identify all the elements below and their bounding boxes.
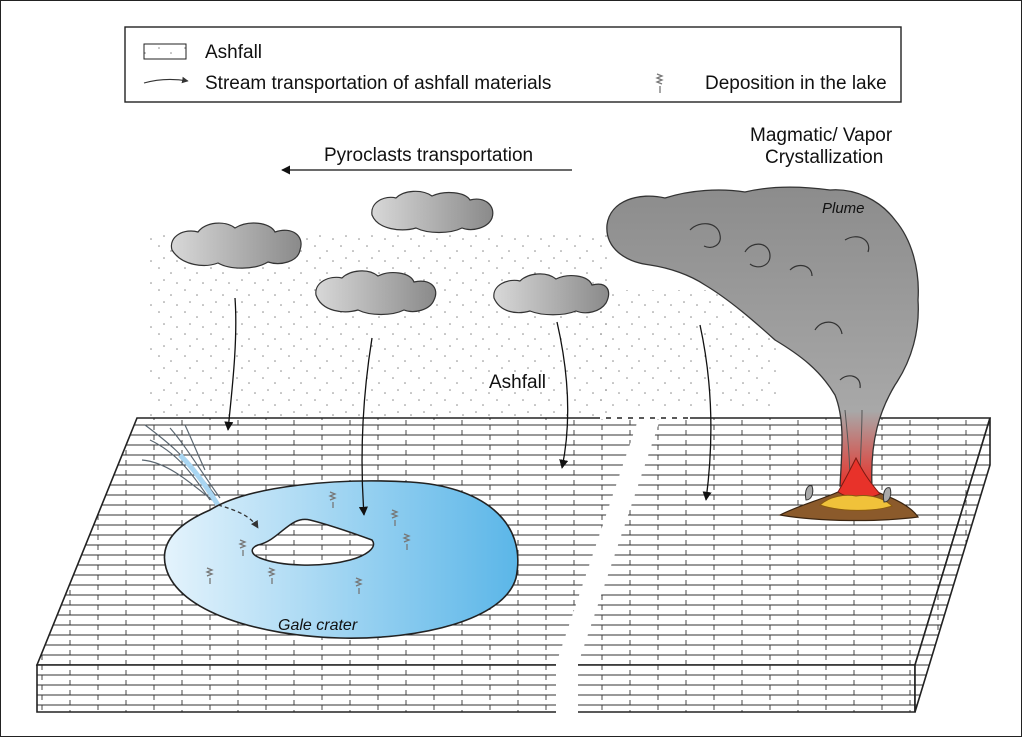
legend-stream-label: Stream transportation of ashfall materia… (205, 73, 551, 94)
ashfall-label: Ashfall (489, 372, 546, 393)
cloud-3 (315, 270, 437, 316)
ejecta-right (883, 487, 892, 503)
break-gap (556, 420, 660, 664)
cloud-1 (170, 222, 302, 269)
ashfall-arrow-3 (556, 321, 569, 469)
plume-curls (689, 223, 870, 389)
ashfall-arrows (224, 297, 712, 516)
deposition-symbol (205, 491, 411, 594)
stream-arrow-icon (143, 76, 189, 84)
ground-right-face (914, 417, 991, 713)
volcanic-plume (606, 186, 919, 487)
pyroclasts-label: Pyroclasts transportation (324, 145, 533, 166)
stream-into-lake-arrow (217, 504, 259, 529)
legend: Ashfall Stream transportation of ashfall… (124, 26, 902, 103)
magmatic-label-line2: Crystallization (765, 147, 883, 168)
legend-box (124, 26, 902, 103)
ashfall-legend-swatch (143, 43, 187, 60)
ashfall-arrow-4 (699, 324, 712, 501)
ground-front-face (36, 664, 916, 713)
cloud-4 (493, 273, 610, 316)
cloud-2 (371, 190, 494, 234)
plume-label: Plume (822, 200, 865, 217)
ashfall-arrow-2 (358, 337, 373, 516)
lava-flow (819, 494, 893, 511)
break-gap-front (556, 664, 578, 714)
deposition-icon (655, 73, 664, 93)
gale-crater-label: Gale crater (278, 617, 358, 634)
legend-deposition-label: Deposition in the lake (705, 73, 887, 94)
ashfall-arrow-1 (224, 297, 237, 431)
stream-water (178, 453, 221, 507)
ejecta-left (805, 485, 814, 501)
magmatic-label-line1: Magmatic/ Vapor (750, 125, 893, 146)
central-peak (251, 518, 375, 566)
legend-ashfall-label: Ashfall (205, 42, 262, 63)
